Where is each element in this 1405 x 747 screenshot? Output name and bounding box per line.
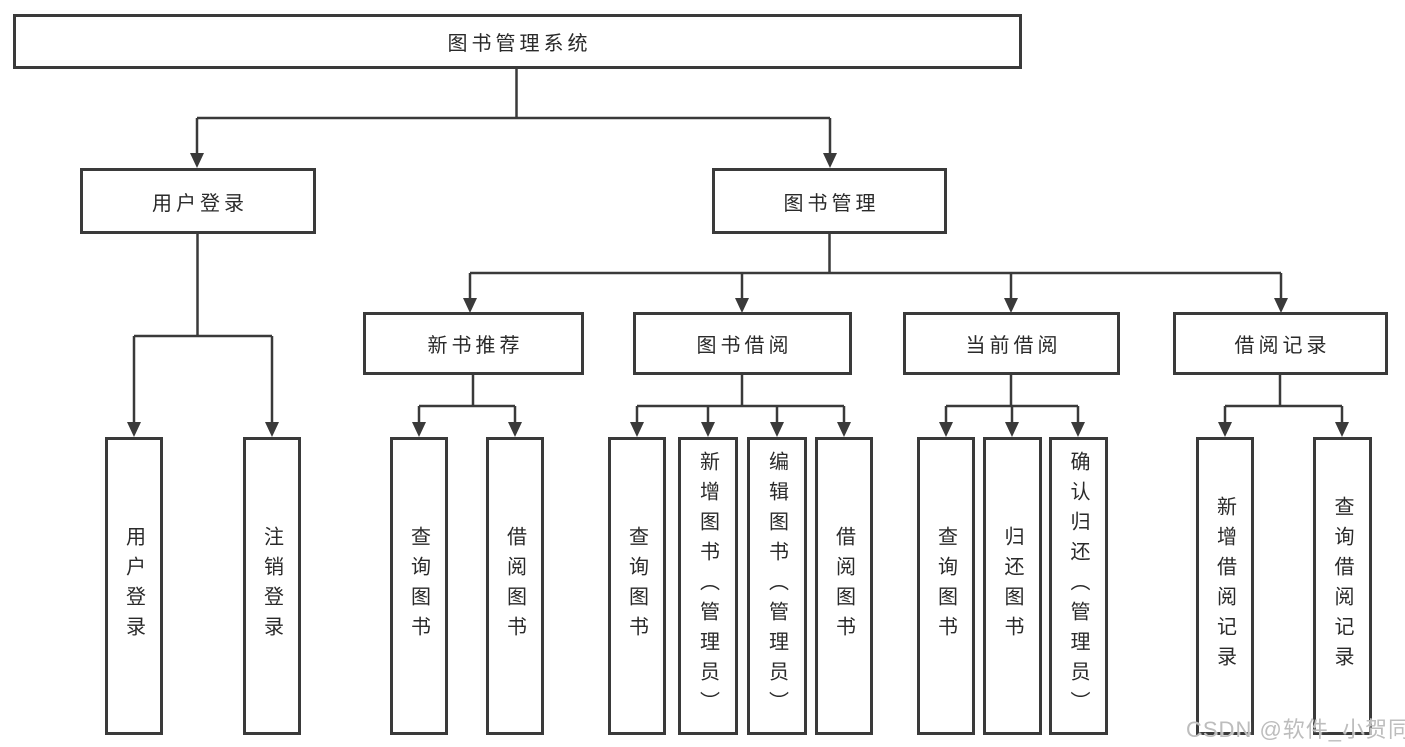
leaf-confirm-return-admin-label: 确认归还（管理员）	[1067, 451, 1089, 721]
node-book-borrowing: 图书借阅	[633, 312, 852, 375]
leaf-add-borrow-record-label: 新增借阅记录	[1213, 496, 1236, 676]
leaf-query-books-borrowing-label: 查询图书	[625, 526, 648, 646]
node-book-management-label: 图书管理	[783, 192, 880, 215]
leaf-return-books-label: 归还图书	[1001, 526, 1023, 646]
leaf-add-books-admin-label: 新增图书（管理员）	[696, 451, 719, 721]
node-borrowing-records-label: 借阅记录	[1234, 335, 1331, 357]
node-current-borrowing-label: 当前借阅	[965, 335, 1062, 357]
node-user-login-label: 用户登录	[152, 192, 248, 215]
leaf-query-borrow-record-label: 查询借阅记录	[1331, 496, 1353, 676]
leaf-borrow-books-borrowing: 借阅图书	[815, 437, 873, 735]
leaf-query-books-borrowing: 查询图书	[608, 437, 666, 735]
leaf-query-books-recommend-label: 查询图书	[407, 526, 430, 646]
leaf-query-borrow-record: 查询借阅记录	[1313, 437, 1372, 735]
node-book-management: 图书管理	[712, 168, 947, 234]
leaf-borrow-books-recommend-label: 借阅图书	[503, 526, 526, 646]
leaf-return-books: 归还图书	[983, 437, 1042, 735]
leaf-query-books-current-label: 查询图书	[934, 526, 957, 646]
node-book-borrowing-label: 图书借阅	[696, 335, 793, 357]
leaf-user-login: 用户登录	[105, 437, 163, 735]
leaf-borrow-books-recommend: 借阅图书	[486, 437, 544, 735]
node-current-borrowing: 当前借阅	[903, 312, 1120, 375]
leaf-logout: 注销登录	[243, 437, 301, 735]
leaf-user-login-label: 用户登录	[122, 526, 145, 646]
node-root: 图书管理系统	[13, 14, 1022, 69]
leaf-add-books-admin: 新增图书（管理员）	[678, 437, 738, 735]
leaf-query-books-recommend: 查询图书	[390, 437, 448, 735]
leaf-logout-label: 注销登录	[260, 526, 283, 646]
leaf-borrow-books-borrowing-label: 借阅图书	[832, 526, 855, 646]
leaf-confirm-return-admin: 确认归还（管理员）	[1049, 437, 1108, 735]
node-root-label: 图书管理系统	[447, 33, 592, 55]
leaf-edit-books-admin: 编辑图书（管理员）	[747, 437, 807, 735]
node-user-login: 用户登录	[80, 168, 316, 234]
leaf-edit-books-admin-label: 编辑图书（管理员）	[765, 451, 788, 721]
leaf-add-borrow-record: 新增借阅记录	[1196, 437, 1254, 735]
node-new-book-recommendation-label: 新书推荐	[427, 335, 524, 357]
node-borrowing-records: 借阅记录	[1173, 312, 1388, 375]
node-new-book-recommendation: 新书推荐	[363, 312, 584, 375]
leaf-query-books-current: 查询图书	[917, 437, 975, 735]
watermark: CSDN @软件_小贺同学	[1186, 717, 1405, 742]
